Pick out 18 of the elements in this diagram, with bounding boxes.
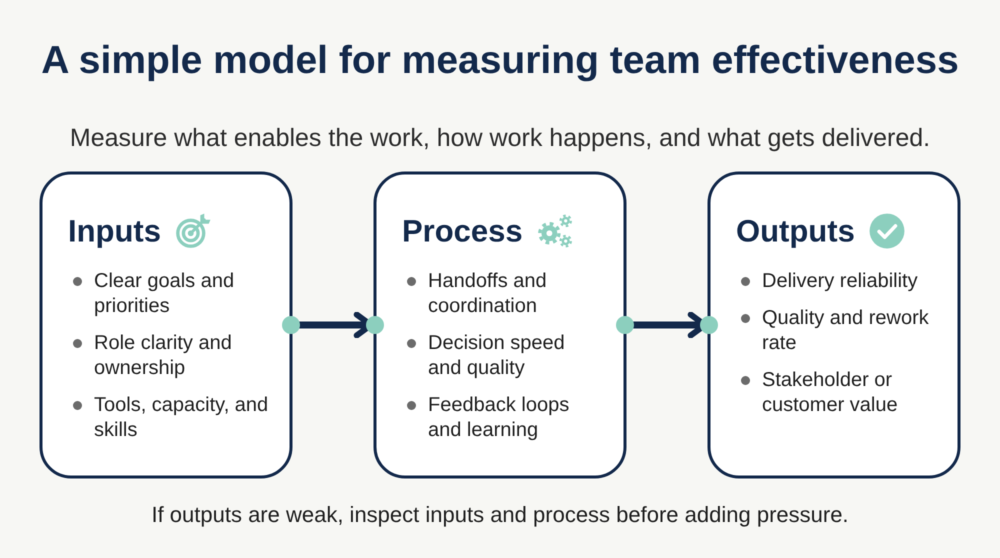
list-item: Quality and rework rate <box>762 306 930 356</box>
box-heading: Outputs <box>736 213 855 248</box>
list-item: Tools, capacity, and skills <box>94 393 269 443</box>
box-heading: Process <box>402 213 523 248</box>
list-item: Delivery reliability <box>762 269 919 294</box>
list-item: Role clarity and ownership <box>94 331 233 381</box>
caption: If outputs are weak, inspect inputs and process before adding pressure. <box>151 501 849 529</box>
list-item: Feedback loops and learning <box>428 393 570 443</box>
subtitle: Measure what enables the work, how work happens, and what gets delivered. <box>70 123 930 153</box>
list-item: Stakeholder or customer value <box>762 368 899 418</box>
node-box <box>40 172 292 478</box>
box-heading: Inputs <box>68 213 161 248</box>
list-item: Handoffs and coordination <box>428 269 548 319</box>
node-box <box>708 172 960 478</box>
list-item: Decision speed and quality <box>428 331 566 381</box>
list-item: Clear goals and priorities <box>94 269 236 319</box>
node-box <box>374 172 626 478</box>
title: A simple model for measuring team effectiveness <box>41 38 959 84</box>
